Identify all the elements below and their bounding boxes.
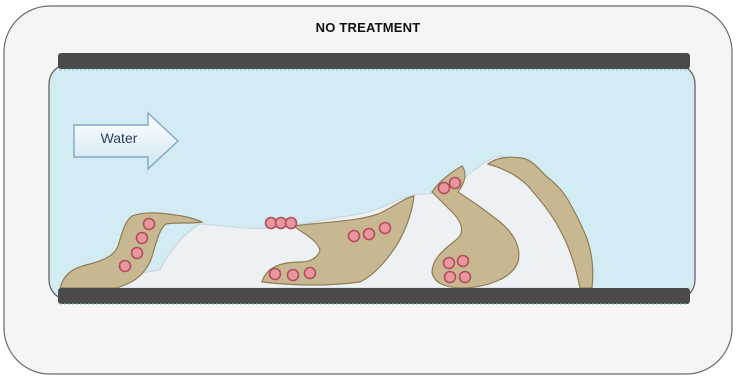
bacterium bbox=[305, 268, 316, 279]
bacterium bbox=[120, 261, 131, 272]
bacterium bbox=[349, 231, 360, 242]
bacterium bbox=[364, 229, 375, 240]
bacterium bbox=[288, 270, 299, 281]
channel-wall-bottom bbox=[58, 288, 690, 304]
bacterium bbox=[137, 233, 148, 244]
bacterium bbox=[144, 219, 155, 230]
bacterium bbox=[286, 218, 297, 229]
bacterium bbox=[458, 256, 469, 267]
bacterium bbox=[439, 183, 450, 194]
bacterium bbox=[132, 248, 143, 259]
channel-wall-top bbox=[58, 53, 690, 69]
bacterium bbox=[380, 223, 391, 234]
bacterium bbox=[460, 272, 471, 283]
bacterium bbox=[444, 258, 455, 269]
bacterium bbox=[445, 272, 456, 283]
bacterium bbox=[270, 269, 281, 280]
water-flow-label: Water bbox=[84, 130, 154, 146]
bacterium bbox=[450, 178, 461, 189]
diagram-title: NO TREATMENT bbox=[0, 20, 736, 35]
